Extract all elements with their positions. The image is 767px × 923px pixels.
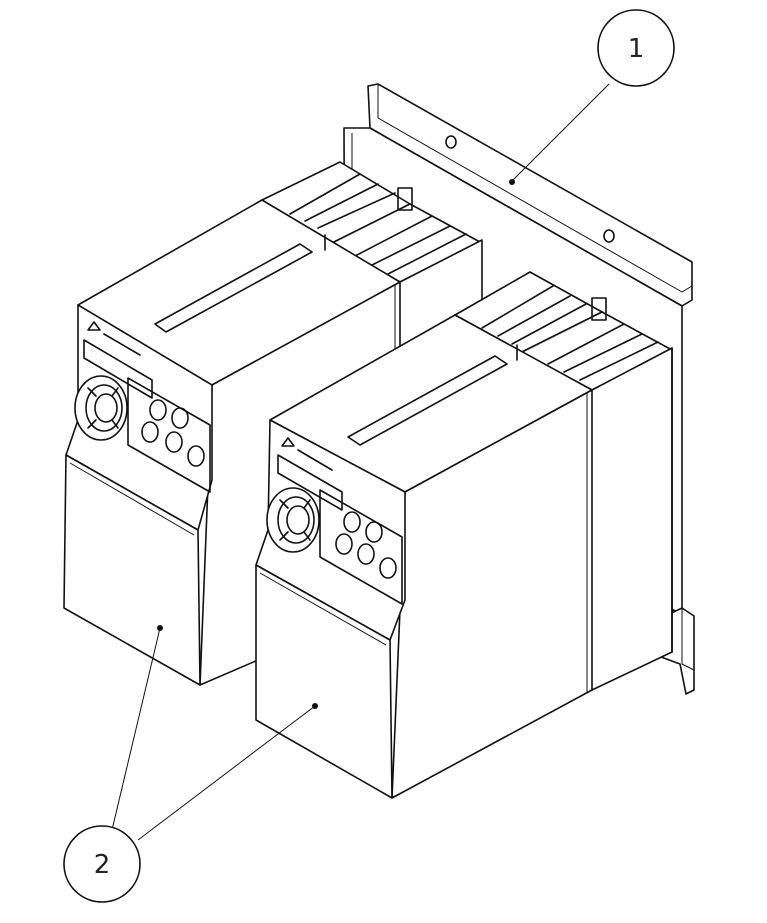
- mounting-hole: [445, 135, 457, 149]
- callout-bubble: [63, 825, 141, 903]
- brand-logo: [281, 437, 333, 471]
- dial-knob: [266, 487, 320, 553]
- lcd-display: [277, 454, 343, 511]
- dial-knob: [74, 375, 128, 441]
- keypad-buttons: [335, 511, 397, 579]
- callout-2: 2: [63, 627, 316, 903]
- callout-1: 1: [509, 9, 675, 185]
- mounting-hole: [603, 229, 615, 243]
- brand-logo: [87, 321, 141, 356]
- inverter-right: [255, 271, 673, 799]
- callout-bubble: [597, 9, 675, 87]
- callout-label: 1: [628, 34, 645, 64]
- keypad-buttons: [141, 399, 205, 467]
- callout-label: 2: [94, 850, 111, 880]
- lcd-display: [83, 339, 153, 399]
